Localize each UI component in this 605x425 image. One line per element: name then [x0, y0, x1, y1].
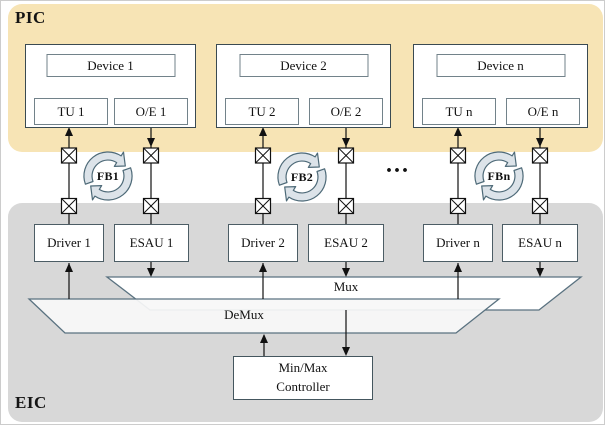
esau-n-label: ESAU n — [518, 235, 562, 250]
tu-1-label: TU 1 — [57, 103, 85, 119]
driver-2-box: Driver 2 — [228, 224, 298, 262]
mux-label: Mux — [333, 279, 359, 294]
crossed-box-icon — [60, 197, 78, 215]
oe-n-label: O/E n — [527, 103, 559, 119]
crossed-box-icon — [142, 147, 160, 164]
device-n-label: Device n — [477, 57, 524, 73]
device-n-box: Device n — [436, 54, 565, 77]
driver-2-label: Driver 2 — [241, 235, 285, 250]
arrow-from-oe1 — [147, 138, 155, 147]
device-1-box: Device 1 — [46, 54, 175, 77]
crossed-box-icon — [254, 147, 272, 164]
tu-2-label: TU 2 — [248, 103, 276, 119]
crossed-box-icon — [337, 147, 355, 164]
arrow-mux-to-controller — [342, 347, 350, 356]
oe-n-box: O/E n — [506, 98, 580, 125]
pic-block-1: Device 1 TU 1 O/E 1 — [25, 44, 196, 128]
driver-n-box: Driver n — [423, 224, 493, 262]
oe-2-label: O/E 2 — [330, 103, 362, 119]
controller-label-line1: Min/Max — [278, 360, 328, 376]
tu-n-box: TU n — [422, 98, 496, 125]
arrow-controller-to-demux — [260, 334, 268, 343]
tu-n-label: TU n — [445, 103, 473, 119]
device-2-label: Device 2 — [280, 57, 327, 73]
demux-shape — [27, 298, 501, 334]
eic-region-title: EIC — [15, 393, 47, 412]
fb-1-label: FB1 — [96, 169, 120, 183]
arrow-esau1-to-mux — [147, 268, 155, 277]
crossed-box-icon — [531, 197, 549, 215]
oe-1-box: O/E 1 — [114, 98, 188, 125]
controller-label-line2: Controller — [276, 379, 330, 394]
esau-1-label: ESAU 1 — [129, 235, 174, 250]
crossed-box-icon — [337, 197, 355, 215]
arrow-into-driver2 — [259, 263, 267, 272]
crossed-box-icon — [60, 147, 78, 164]
device-2-box: Device 2 — [239, 54, 368, 77]
pic-block-n: Device n TU n O/E n — [413, 44, 588, 128]
esau-2-box: ESAU 2 — [308, 224, 384, 262]
device-1-label: Device 1 — [87, 57, 134, 73]
tu-2-box: TU 2 — [225, 98, 299, 125]
crossed-box-icon — [142, 197, 160, 215]
arrow-into-tu2 — [259, 127, 267, 136]
esau-2-label: ESAU 2 — [324, 235, 368, 250]
arrow-from-oe2 — [342, 138, 350, 147]
crossed-box-icon — [254, 197, 272, 215]
arrow-from-oen — [536, 138, 544, 147]
driver-1-label: Driver 1 — [47, 235, 91, 250]
fb-2-label: FB2 — [290, 170, 314, 184]
arrow-into-drivern — [454, 263, 462, 272]
tu-1-box: TU 1 — [34, 98, 108, 125]
oe-2-box: O/E 2 — [309, 98, 383, 125]
crossed-box-icon — [531, 147, 549, 164]
arrow-into-tun — [454, 127, 462, 136]
pic-region-title: PIC — [15, 8, 46, 27]
driver-n-label: Driver n — [436, 235, 480, 250]
arrow-esaun-to-mux — [536, 268, 544, 277]
arrow-esau2-to-mux — [342, 268, 350, 277]
arrow-into-driver1 — [65, 263, 73, 272]
pic-block-2: Device 2 TU 2 O/E 2 — [216, 44, 391, 128]
demux-label: DeMux — [224, 307, 264, 322]
crossed-box-icon — [449, 147, 467, 164]
channel-2-connectors — [262, 126, 347, 299]
minmax-controller-box: Min/Max Controller — [233, 356, 373, 400]
arrow-into-tu1 — [65, 127, 73, 136]
esau-n-box: ESAU n — [502, 224, 578, 262]
esau-1-box: ESAU 1 — [114, 224, 189, 262]
fb-n-label: FBn — [487, 169, 511, 183]
crossed-box-icon — [449, 197, 467, 215]
driver-1-box: Driver 1 — [34, 224, 104, 262]
oe-1-label: O/E 1 — [135, 103, 167, 119]
channel-ellipsis: ... — [386, 152, 410, 178]
